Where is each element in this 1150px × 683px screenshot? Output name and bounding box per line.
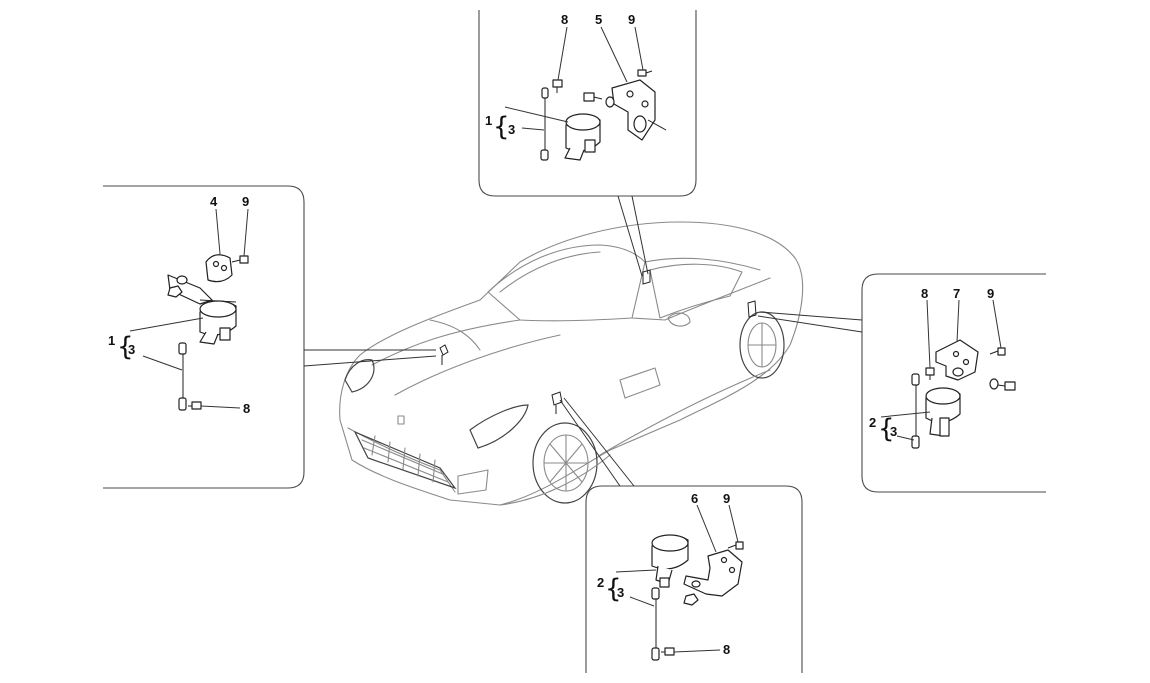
mounting-bracket-icon: [935, 339, 979, 381]
mounting-bracket-icon: [611, 79, 667, 141]
callout-label: 2: [869, 415, 876, 430]
panel-right-frame: [861, 273, 1046, 493]
mounting-bracket-icon: [167, 254, 237, 305]
group-brace: {: [117, 332, 134, 362]
height-sensor-icon: [564, 113, 601, 161]
panel-bottom-parts: 6 9 2 { 3 8: [597, 491, 744, 661]
callout-label: 3: [890, 424, 897, 439]
panel-top-parts: 8 5 9 1 { 3: [485, 12, 667, 161]
callout-label: 1: [485, 113, 492, 128]
screw-icon: [188, 401, 202, 410]
car-illustration: [339, 221, 804, 506]
callout-label: 8: [561, 12, 568, 27]
callout-label: 9: [987, 286, 994, 301]
callout-label: 1: [108, 333, 115, 348]
callout-label: 4: [210, 194, 218, 209]
panel-connectors: [303, 195, 863, 487]
linkage-rod-icon: [178, 342, 187, 411]
linkage-rod-icon: [651, 587, 660, 661]
linkage-rod-icon: [540, 87, 549, 161]
panel-left-parts: 4 9 1 { 3 8: [108, 194, 250, 416]
callout-label: 7: [953, 286, 960, 301]
height-sensor-icon: [651, 534, 689, 588]
callout-label: 8: [921, 286, 928, 301]
callout-label: 3: [617, 585, 624, 600]
callout-label: 8: [243, 401, 250, 416]
callout-label: 3: [128, 342, 135, 357]
screw-icon: [637, 69, 653, 77]
screw-icon: [727, 541, 744, 550]
screw-icon: [989, 347, 1006, 356]
panel-right-parts: 8 7 9 2 { 3: [869, 286, 1016, 449]
screw-icon: [231, 255, 249, 264]
screw-icon: [552, 79, 563, 93]
callout-label: 6: [691, 491, 698, 506]
callout-label: 9: [628, 12, 635, 27]
height-sensor-icon: [199, 300, 237, 345]
group-brace: {: [605, 574, 622, 604]
callout-label: 5: [595, 12, 602, 27]
callout-label: 8: [723, 642, 730, 657]
callout-label: 2: [597, 575, 604, 590]
group-brace: {: [493, 112, 510, 142]
callout-label: 9: [242, 194, 249, 209]
nut-icon: [583, 92, 615, 108]
nut-icon: [989, 378, 1016, 391]
callout-label: 3: [508, 122, 515, 137]
panel-top-frame: [478, 10, 697, 197]
nut-icon: [683, 593, 699, 606]
callout-label: 9: [723, 491, 730, 506]
nut-icon: [167, 285, 183, 298]
group-brace: {: [878, 414, 895, 444]
mounting-bracket-icon: [683, 549, 743, 597]
linkage-rod-icon: [911, 373, 920, 449]
height-sensor-icon: [925, 387, 961, 437]
